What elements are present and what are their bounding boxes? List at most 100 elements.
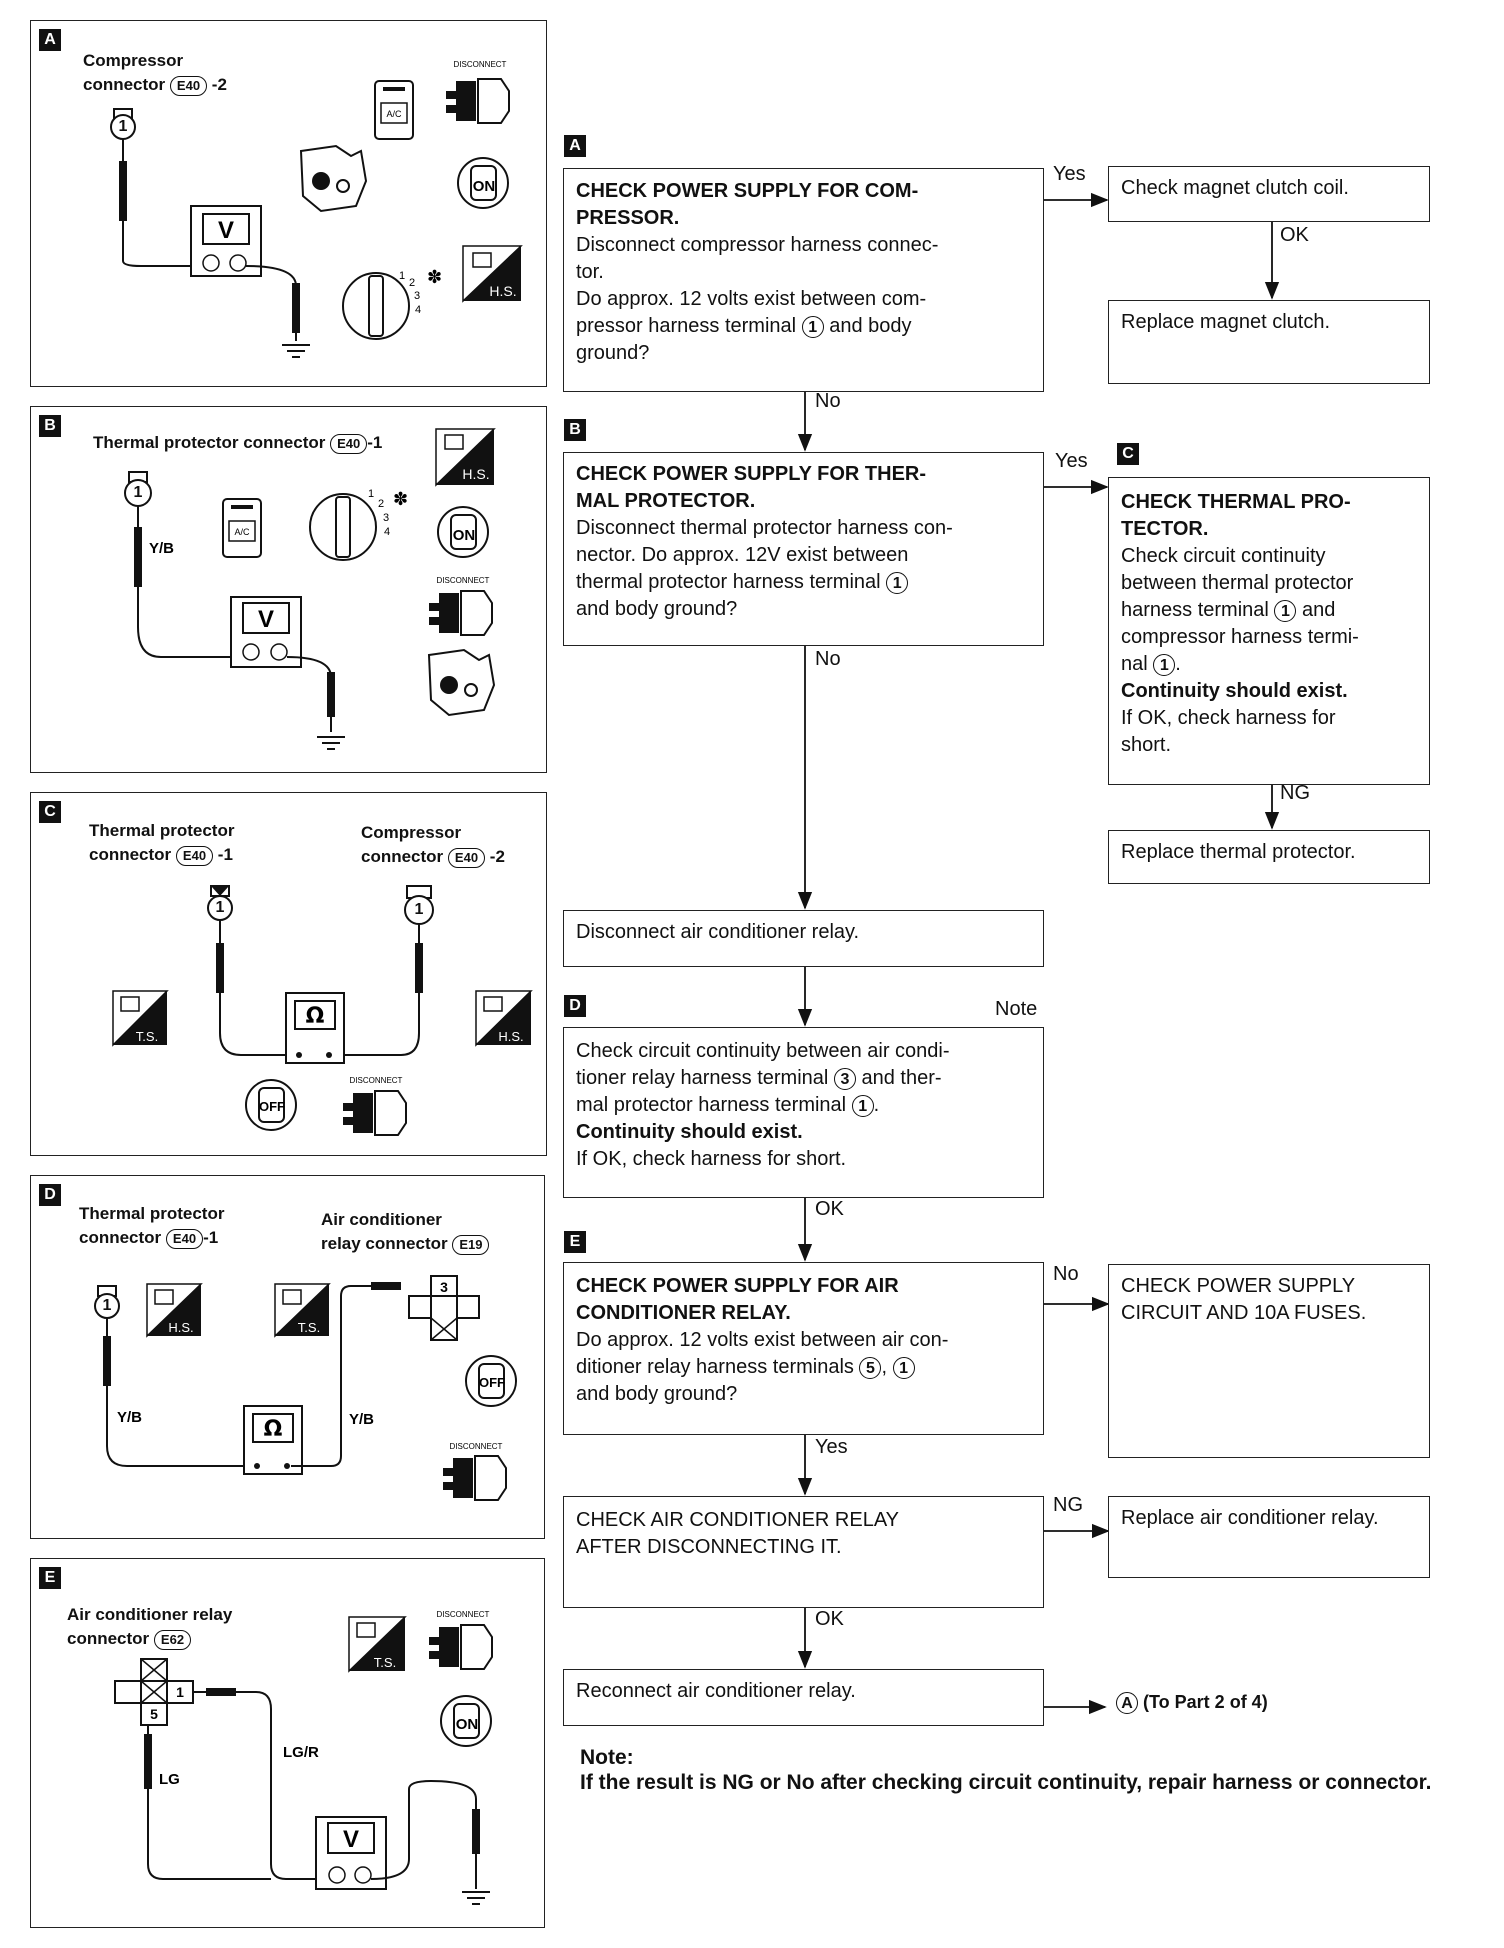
hot-start-icon: H.S. — [475, 990, 533, 1047]
step-label-a: A — [564, 135, 586, 157]
check-magnet-clutch-box: Check magnet clutch coil. — [1108, 166, 1430, 222]
bottom-note: Note: If the result is NG or No after ch… — [580, 1746, 1432, 1794]
no-label: No — [815, 390, 841, 412]
ac-switch-icon: A/C — [374, 80, 414, 140]
svg-text:LG/R: LG/R — [283, 1744, 319, 1761]
ignition-on-icon: ON — [457, 157, 509, 209]
voltmeter-icon: V — [230, 596, 302, 668]
svg-text:DISCONNECT: DISCONNECT — [454, 60, 507, 69]
hot-start-icon: T.S. — [112, 990, 169, 1047]
panel-label: B — [39, 415, 61, 437]
thermal-protector-connector-label: Thermal protector connector E40-1 — [79, 1204, 225, 1249]
yes-label: Yes — [1055, 450, 1088, 472]
relay-connector-icon: 3 — [408, 1275, 480, 1341]
engine-icon — [299, 144, 368, 213]
replace-relay-box: Replace air conditioner relay. — [1108, 1496, 1430, 1578]
svg-text:DISCONNECT: DISCONNECT — [437, 1610, 490, 1619]
ground-icon — [317, 736, 345, 750]
circuit-diagram: V A/C DISCONNECT ON — [110, 60, 523, 358]
connector-label: Compressor connector E40 -2 — [83, 51, 227, 96]
ng-label: NG — [1280, 782, 1310, 804]
step-b-box: CHECK POWER SUPPLY FOR THER- MAL PROTECT… — [563, 452, 1044, 646]
fan-switch-icon: 1 2 3 4 ✽ — [309, 488, 408, 561]
step-label-b: B — [564, 419, 586, 441]
panel-b: B Thermal protector connector E40-1 Y/B … — [30, 406, 547, 773]
terminal-number: 1 — [102, 1297, 112, 1314]
replace-magnet-clutch-box: Replace magnet clutch. — [1108, 300, 1430, 384]
step-d-box: Check circuit continuity between air con… — [563, 1027, 1044, 1198]
panel-a: A Compressor connector E40 -2 V A/C — [30, 20, 547, 387]
svg-text:V: V — [343, 1826, 359, 1853]
svg-text:DISCONNECT: DISCONNECT — [450, 1442, 503, 1451]
panel-label: A — [39, 29, 61, 51]
check-relay-box: CHECK AIR CONDITIONER RELAY AFTER DISCON… — [563, 1496, 1044, 1608]
relay-connector-icon: 1 5 — [114, 1658, 194, 1726]
svg-text:✽: ✽ — [393, 489, 408, 510]
engine-icon — [427, 648, 496, 717]
svg-text:ON: ON — [456, 1716, 479, 1733]
hot-start-icon: H.S. — [462, 245, 523, 303]
thermal-protector-connector-label: Thermal protector connector E40 -1 — [89, 821, 235, 866]
panel-label: C — [39, 801, 61, 823]
svg-text:H.S.: H.S. — [168, 1320, 193, 1335]
ignition-on-icon: ON — [440, 1695, 492, 1747]
svg-text:A/C: A/C — [234, 527, 250, 537]
panel-e: E Air conditioner relay connector E62 1 … — [30, 1558, 545, 1928]
panel-label: D — [39, 1184, 61, 1206]
svg-text:3: 3 — [414, 290, 420, 302]
panel-d: D Thermal protector connector E40-1 Air … — [30, 1175, 545, 1539]
svg-text:2: 2 — [378, 498, 384, 510]
ok-label: OK — [815, 1198, 844, 1220]
ng-label: NG — [1053, 1494, 1083, 1516]
connector-label: Thermal protector connector E40-1 — [93, 433, 383, 454]
panel-c: C Thermal protector connector E40 -1 Com… — [30, 792, 547, 1156]
terminal-number: 1 — [215, 899, 225, 916]
terminal-number: 1 — [118, 118, 128, 135]
hot-start-icon: H.S. — [146, 1283, 203, 1338]
svg-text:ON: ON — [473, 178, 496, 195]
ok-label: OK — [815, 1608, 844, 1630]
hot-start-icon: H.S. — [435, 428, 496, 487]
svg-text:✽: ✽ — [427, 267, 442, 288]
disconnect-icon: DISCONNECT — [446, 60, 510, 124]
svg-text:OFF: OFF — [259, 1099, 285, 1114]
svg-text:T.S.: T.S. — [136, 1029, 158, 1044]
disconnect-icon: DISCONNECT — [429, 576, 493, 636]
svg-text:Y/B: Y/B — [117, 1409, 142, 1426]
svg-text:V: V — [218, 217, 234, 244]
relay-connector-label: Air conditioner relay connector E62 — [67, 1605, 233, 1650]
panel-label: E — [39, 1567, 61, 1589]
svg-text:2: 2 — [409, 277, 415, 289]
svg-text:H.S.: H.S. — [489, 283, 516, 299]
check-power-supply-circuit-box: CHECK POWER SUPPLY CIRCUIT AND 10A FUSES… — [1108, 1264, 1430, 1458]
svg-text:DISCONNECT: DISCONNECT — [350, 1076, 403, 1085]
terminal-number: 1 — [133, 484, 143, 501]
svg-text:1: 1 — [399, 270, 405, 282]
compressor-connector-label: Compressor connector E40 -2 — [361, 823, 505, 868]
note-label: Note — [995, 998, 1038, 1020]
voltmeter-icon: V — [190, 205, 262, 277]
svg-text:4: 4 — [415, 304, 421, 316]
replace-thermal-protector-box: Replace thermal protector. — [1108, 830, 1430, 884]
yes-label: Yes — [815, 1436, 848, 1458]
fan-switch-icon: 1 2 3 4 ✽ — [342, 267, 442, 340]
ac-switch-icon: A/C — [222, 498, 262, 558]
ohmmeter-icon: Ω — [285, 992, 345, 1064]
svg-text:T.S.: T.S. — [374, 1655, 396, 1670]
svg-text:1: 1 — [176, 1684, 184, 1700]
voltmeter-icon: V — [315, 1816, 387, 1890]
reconnect-relay-box: Reconnect air conditioner relay. — [563, 1669, 1044, 1726]
ok-label: OK — [1280, 224, 1309, 246]
ignition-off-icon: OFF — [245, 1079, 297, 1131]
circuit-diagram: 1 5 LG/R LG V T.S. DISCONNECT — [114, 1610, 493, 1905]
svg-text:Y/B: Y/B — [149, 540, 174, 557]
no-label: No — [1053, 1263, 1079, 1285]
svg-text:H.S.: H.S. — [462, 466, 489, 482]
hot-start-icon: T.S. — [274, 1283, 331, 1338]
relay-connector-label: Air conditioner relay connector E19 — [321, 1208, 490, 1256]
step-label-c: C — [1117, 443, 1139, 465]
yes-label: Yes — [1053, 163, 1086, 185]
ignition-off-icon: OFF — [465, 1355, 517, 1407]
svg-text:3: 3 — [383, 512, 389, 524]
svg-text:A/C: A/C — [386, 109, 402, 119]
